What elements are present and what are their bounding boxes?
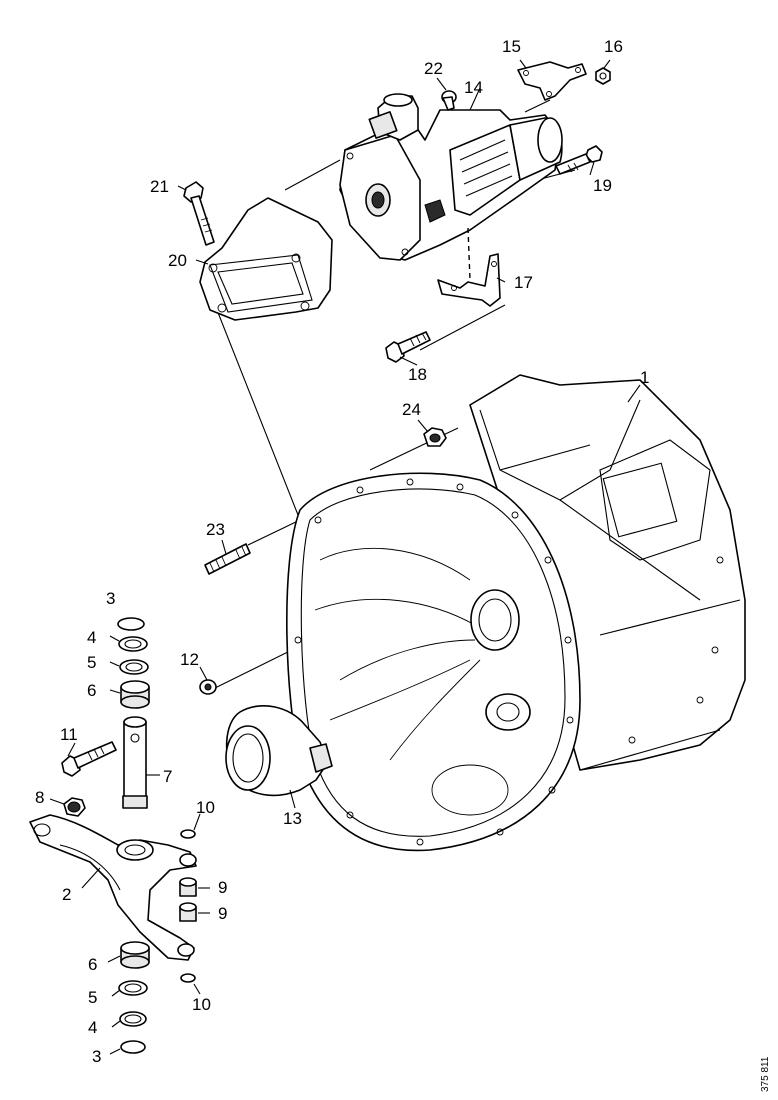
callout-5-upper: 5	[87, 653, 96, 672]
bushing-part-9-lower	[179, 902, 197, 922]
callout-24: 24	[402, 400, 421, 419]
nut-part-16	[595, 67, 611, 85]
callout-18: 18	[408, 365, 427, 384]
washer-part-4	[118, 636, 148, 652]
callout-1: 1	[640, 368, 649, 387]
callout-13: 13	[283, 809, 302, 828]
clutch-fork-part-2	[29, 814, 197, 961]
callout-10-lower: 10	[192, 995, 211, 1014]
bolt-part-21	[183, 181, 215, 246]
bracket-part-17	[437, 227, 501, 307]
callout-9-lower: 9	[218, 904, 227, 923]
callout-5-lower: 5	[88, 988, 97, 1007]
washer-part-4-lower	[119, 1011, 147, 1027]
nut-part-12	[199, 679, 217, 695]
cover-plate-part-20	[199, 197, 333, 321]
actuator-unit-part-14	[339, 93, 563, 261]
release-bearing-part-13	[225, 705, 333, 797]
leader-lines	[49, 59, 641, 1055]
washer-part-5-lower	[118, 980, 148, 996]
callout-22: 22	[424, 59, 443, 78]
callout-3-lower: 3	[92, 1047, 101, 1066]
shaft-part-7	[122, 716, 148, 809]
clutch-housing-part-1	[286, 374, 746, 852]
bolt-part-11	[61, 741, 117, 777]
callout-16: 16	[604, 37, 623, 56]
callout-20: 20	[168, 251, 187, 270]
ring-part-10-lower	[180, 973, 196, 983]
washer-part-5	[119, 659, 149, 675]
callout-7: 7	[163, 767, 172, 786]
bushing-part-9-upper	[179, 877, 197, 897]
callout-8: 8	[35, 788, 44, 807]
snap-ring-part-3	[117, 617, 145, 631]
bolt-part-22	[441, 90, 457, 111]
callout-6-lower: 6	[88, 955, 97, 974]
callout-15: 15	[502, 37, 521, 56]
stud-part-23	[204, 543, 251, 575]
nut-part-8	[63, 797, 86, 817]
callout-17: 17	[514, 273, 533, 292]
callout-9-upper: 9	[218, 878, 227, 897]
callout-14: 14	[464, 78, 483, 97]
callout-4-lower: 4	[88, 1018, 97, 1037]
ring-part-10-upper	[180, 829, 196, 839]
callout-4-upper: 4	[87, 628, 96, 647]
bracket-part-15	[517, 61, 587, 101]
snap-ring-part-3-lower	[120, 1040, 146, 1054]
callout-23: 23	[206, 520, 225, 539]
callouts: 1 2 3 3 4 4 5 5 6 6 7 8 9 9 10 10 11 12 …	[35, 37, 649, 1066]
document-id: 375 811	[760, 1056, 771, 1092]
bolt-part-18	[385, 331, 431, 363]
callout-19: 19	[593, 176, 612, 195]
callout-12: 12	[180, 650, 199, 669]
callout-11: 11	[60, 725, 78, 744]
callout-6-upper: 6	[87, 681, 96, 700]
lower-shaft-stack	[118, 941, 150, 1054]
callout-21: 21	[150, 177, 169, 196]
callout-10-upper: 10	[196, 798, 215, 817]
nut-part-24	[423, 427, 447, 447]
callout-2: 2	[62, 885, 71, 904]
callout-3-upper: 3	[106, 589, 115, 608]
upper-shaft-stack	[117, 617, 150, 709]
bolt-part-19	[555, 145, 603, 175]
